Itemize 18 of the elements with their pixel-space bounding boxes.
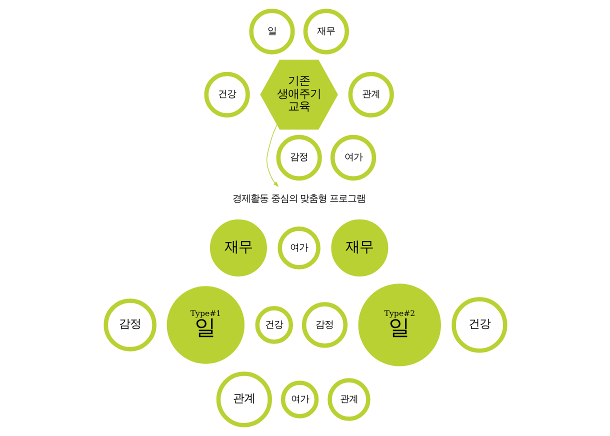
node-circle: 감정 — [103, 298, 156, 352]
node-circle: 관계 — [327, 378, 370, 421]
node-circle: 여가 — [277, 226, 320, 270]
node-circle: 재무 — [330, 219, 388, 276]
node-circle: 여가 — [330, 134, 376, 181]
node-text: 경제활동 중심의 맞춤형 프로그램 — [232, 194, 366, 205]
node-circle: 건강 — [451, 297, 507, 353]
node-circle: 재무 — [209, 219, 266, 276]
node-circle: 감정 — [301, 302, 348, 348]
node-circle: 건강 — [204, 72, 250, 118]
node-circle: 감정 — [276, 134, 322, 181]
node-circle: 관계 — [216, 372, 272, 428]
arrow — [266, 124, 278, 187]
node-circle: 여가 — [280, 380, 318, 418]
node-circle: 건강 — [254, 306, 293, 344]
node-circle: 일 — [248, 8, 294, 54]
node-circle: 관계 — [348, 72, 394, 118]
node-circle: 재무 — [302, 8, 348, 54]
